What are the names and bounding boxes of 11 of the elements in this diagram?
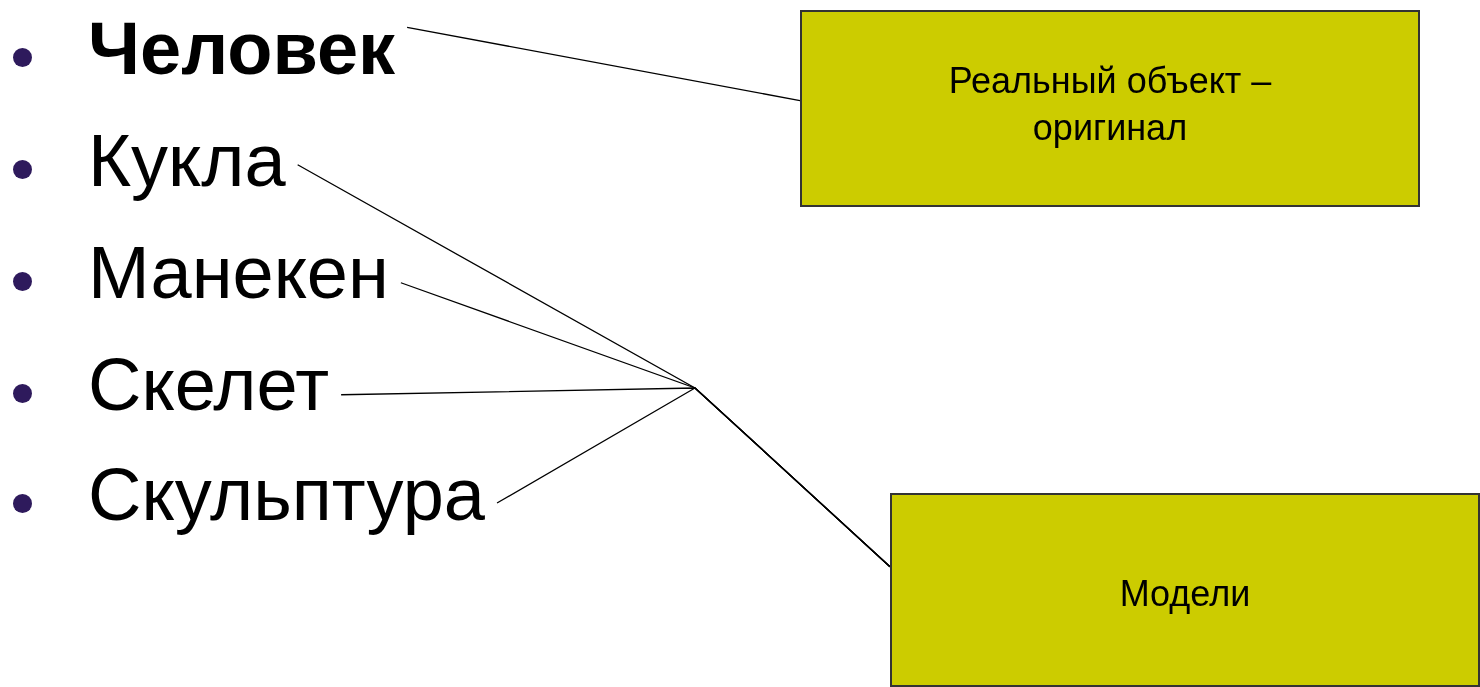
box-label: Модели (1119, 571, 1251, 616)
text-box (800, 10, 1420, 207)
list-item: Человек (88, 6, 396, 92)
box-label: Реальный объект – оригинал (947, 58, 1273, 150)
list-item: Манекен (88, 230, 389, 316)
text-box (890, 493, 1480, 687)
list-item: Скульптура (88, 452, 486, 538)
list-item: Кукла (88, 118, 286, 204)
connector-line (406, 26, 801, 102)
connector-line (496, 387, 891, 568)
list-item: Скелет (88, 342, 330, 428)
